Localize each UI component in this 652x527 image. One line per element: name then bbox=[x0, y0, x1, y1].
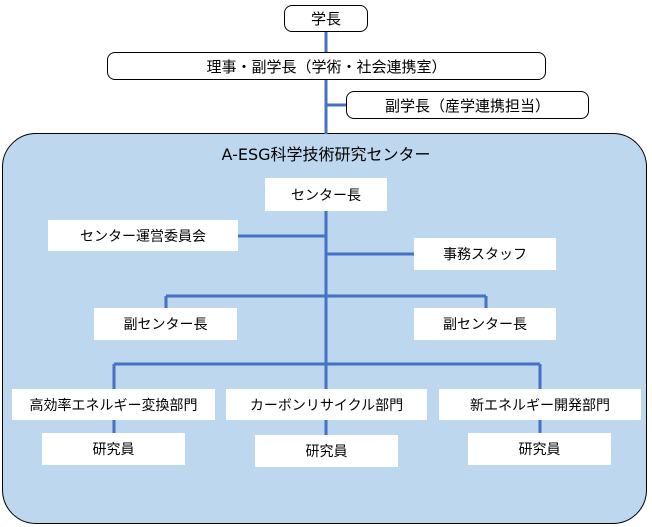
node-center-head: センター長 bbox=[265, 178, 387, 211]
node-dept-carbon-recycle: カーボンリサイクル部門 bbox=[226, 389, 427, 420]
node-steering-committee: センター運営委員会 bbox=[48, 220, 238, 251]
center-title: A-ESG科学技術研究センター bbox=[221, 145, 431, 164]
node-deputy-right: 副センター長 bbox=[414, 308, 556, 340]
node-researcher-1: 研究員 bbox=[42, 433, 185, 465]
node-vp-industry: 副学長（産学連携担当） bbox=[346, 91, 589, 119]
node-deputy-left: 副センター長 bbox=[94, 308, 237, 340]
node-dept-high-efficiency: 高効率エネルギー変換部門 bbox=[12, 389, 215, 420]
node-researcher-2: 研究員 bbox=[255, 435, 398, 467]
node-dept-new-energy: 新エネルギー開発部門 bbox=[439, 389, 641, 420]
node-office-staff: 事務スタッフ bbox=[414, 238, 556, 270]
node-director-vp: 理事・副学長（学術・社会連携室） bbox=[107, 52, 546, 80]
node-president: 学長 bbox=[284, 5, 368, 32]
node-researcher-3: 研究員 bbox=[468, 433, 611, 465]
